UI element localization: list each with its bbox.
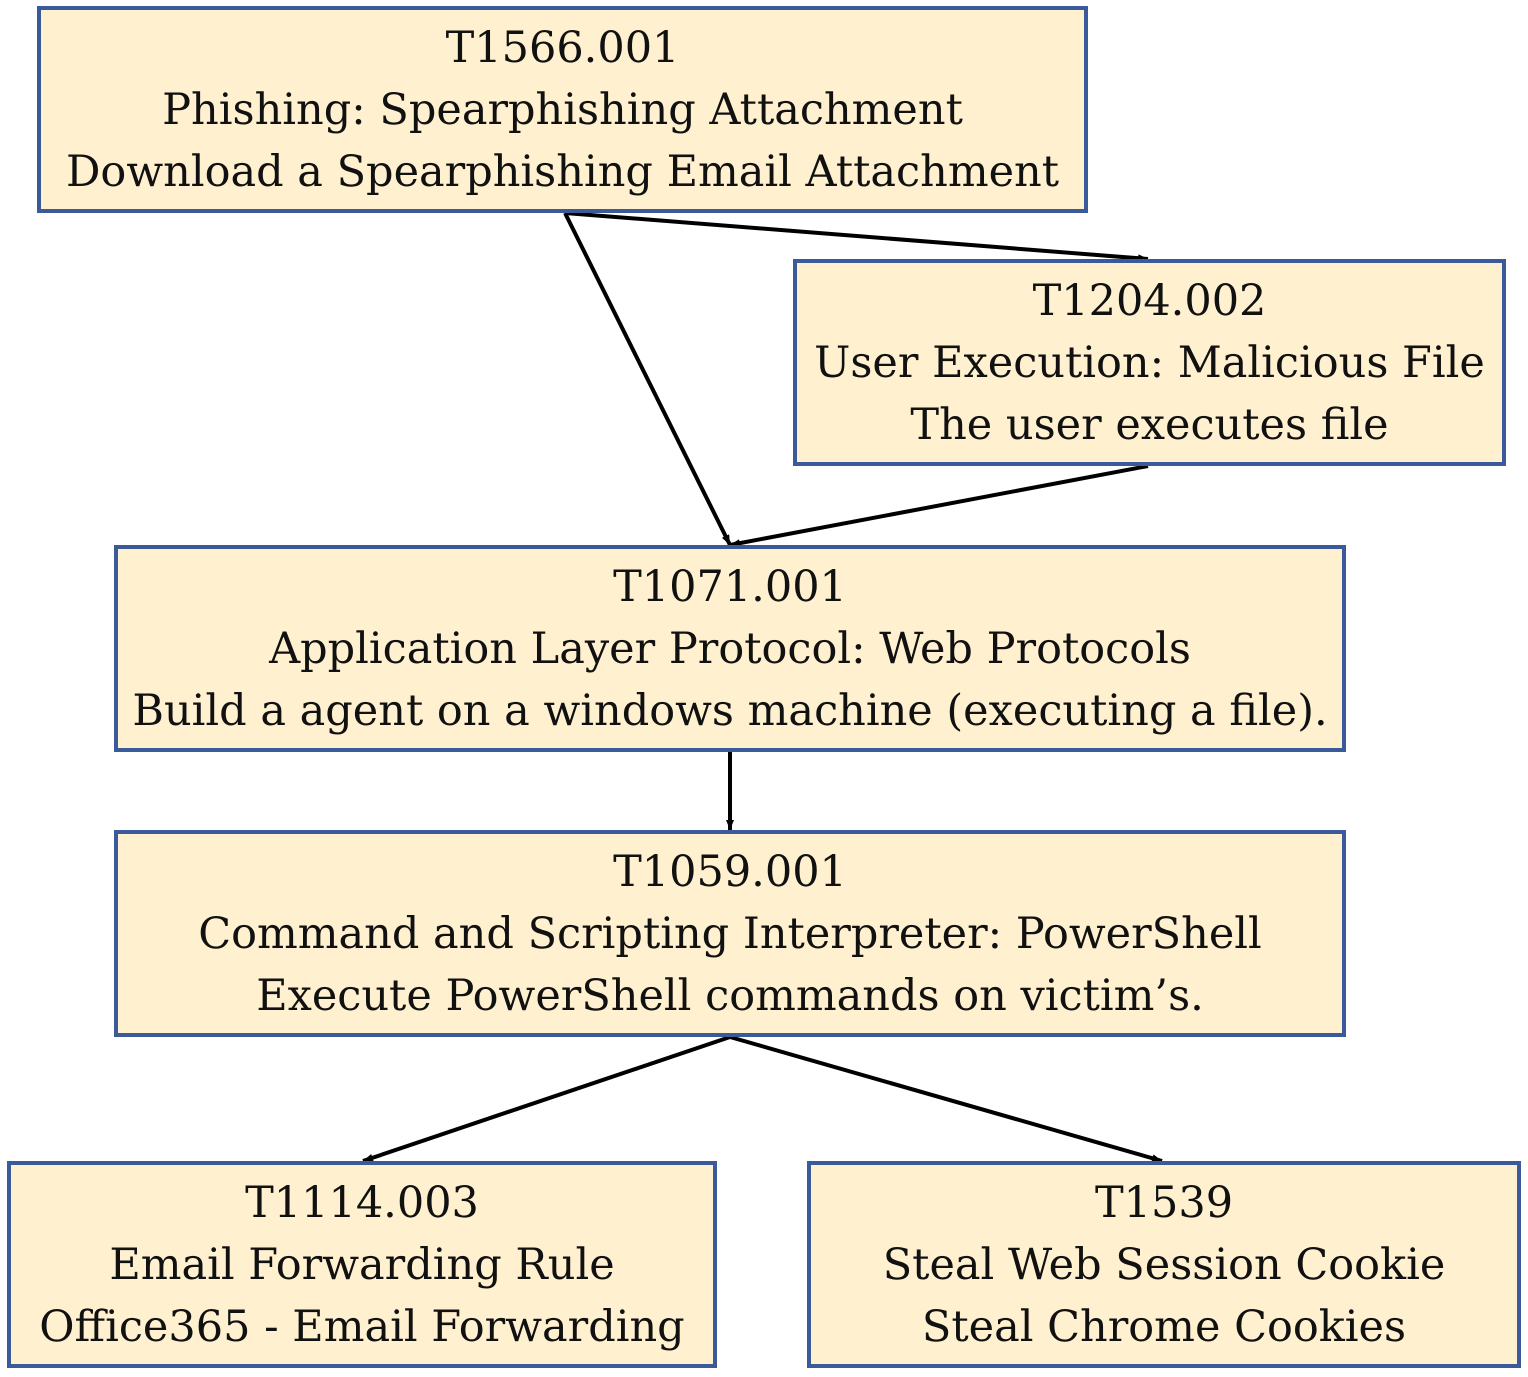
- edge-arrow-T1059.001-to-T1539: [729, 1035, 1163, 1163]
- technique-id: T1204.002: [1032, 275, 1267, 326]
- technique-description: Download a Spearphishing Email Attachmen…: [65, 146, 1060, 197]
- technique-node-t1566-001: T1566.001 Phishing: Spearphishing Attach…: [37, 6, 1088, 213]
- technique-id: T1566.001: [445, 22, 680, 73]
- technique-node-t1071-001: T1071.001 Application Layer Protocol: We…: [114, 545, 1346, 752]
- technique-description: Build a agent on a windows machine (exec…: [132, 685, 1328, 736]
- technique-id: T1071.001: [613, 561, 847, 612]
- technique-id: T1059.001: [613, 846, 847, 897]
- edge-arrow-T1566.001-to-T1071.001: [563, 212, 732, 546]
- edge-arrow-T1204.002-to-T1071.001: [729, 464, 1149, 548]
- technique-id: T1539: [1094, 1177, 1234, 1228]
- technique-name: Application Layer Protocol: Web Protocol…: [269, 623, 1191, 674]
- technique-node-t1114-003: T1114.003 Email Forwarding Rule Office36…: [7, 1161, 717, 1368]
- technique-description: Office365 - Email Forwarding: [39, 1301, 685, 1352]
- technique-name: Email Forwarding Rule: [109, 1239, 615, 1290]
- technique-description: Execute PowerShell commands on victim’s.: [256, 970, 1204, 1021]
- technique-node-t1059-001: T1059.001 Command and Scripting Interpre…: [114, 830, 1346, 1037]
- edge-arrow-T1566.001-to-T1204.002: [564, 211, 1149, 263]
- technique-name: Phishing: Spearphishing Attachment: [162, 84, 963, 135]
- technique-name: Steal Web Session Cookie: [882, 1239, 1446, 1290]
- technique-name: Command and Scripting Interpreter: Power…: [198, 908, 1262, 959]
- technique-node-t1204-002: T1204.002 User Execution: Malicious File…: [793, 259, 1506, 466]
- technique-id: T1114.003: [245, 1177, 479, 1228]
- technique-node-t1539: T1539 Steal Web Session Cookie Steal Chr…: [807, 1161, 1521, 1368]
- technique-description: The user executes file: [910, 399, 1389, 450]
- technique-name: User Execution: Malicious File: [814, 337, 1485, 388]
- technique-description: Steal Chrome Cookies: [921, 1301, 1407, 1352]
- edge-arrow-T1059.001-to-T1114.003: [362, 1035, 731, 1163]
